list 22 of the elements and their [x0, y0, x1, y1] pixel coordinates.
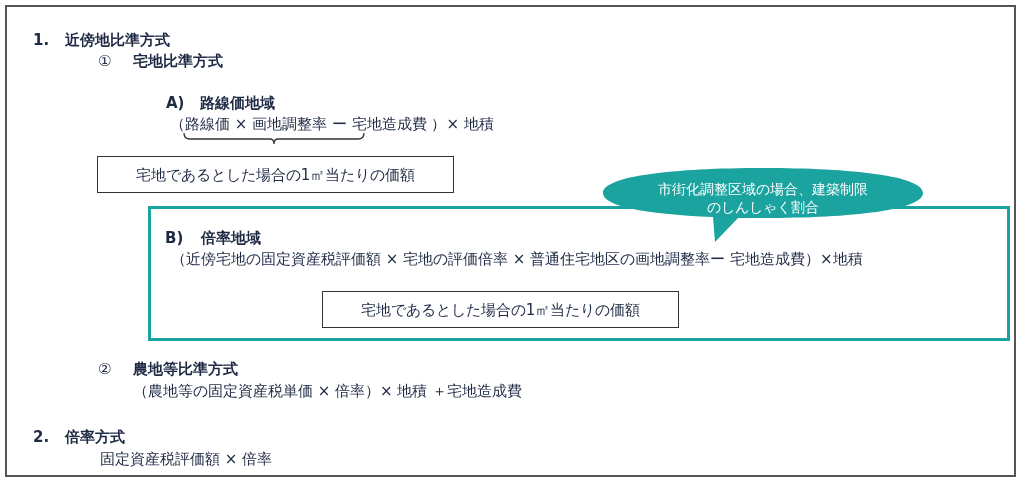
- list-number: 1.: [33, 31, 50, 49]
- result-text: 宅地であるとした場合の1㎡当たりの価額: [135, 165, 416, 184]
- list-number: 2.: [33, 428, 50, 446]
- result-box: [97, 156, 454, 193]
- item-heading: 倍率地域: [201, 229, 261, 247]
- formula-text: （路線価 × 画地調整率 ー 宅地造成費 ）× 地積: [170, 115, 494, 133]
- speech-bubble: [603, 166, 923, 244]
- section-heading: 近傍地比準方式: [65, 31, 170, 49]
- subsection-heading: 宅地比準方式: [133, 52, 223, 70]
- callout-text: 市街化調整区域の場合、建築制限のしんしゃく割合: [658, 180, 868, 216]
- item-heading: 路線価地域: [200, 94, 275, 112]
- formula-text: 固定資産税評価額 × 倍率: [100, 450, 273, 468]
- formula-text: （農地等の固定資産税単価 × 倍率）× 地積 ＋宅地造成費: [133, 382, 523, 400]
- item-letter: A): [166, 94, 185, 112]
- circled-number: ①: [98, 52, 112, 70]
- circled-number: ②: [98, 360, 112, 378]
- formula-text: （近傍宅地の固定資産税評価額 × 宅地の評価倍率 × 普通住宅地区の画地調整率ー 宅地造成費）×地積: [171, 250, 863, 268]
- section-heading: 倍率方式: [65, 428, 125, 446]
- item-letter: B): [165, 229, 184, 247]
- subsection-heading: 農地等比準方式: [133, 360, 238, 378]
- result-text: 宅地であるとした場合の1㎡当たりの価額: [360, 300, 641, 319]
- result-box: [322, 291, 679, 328]
